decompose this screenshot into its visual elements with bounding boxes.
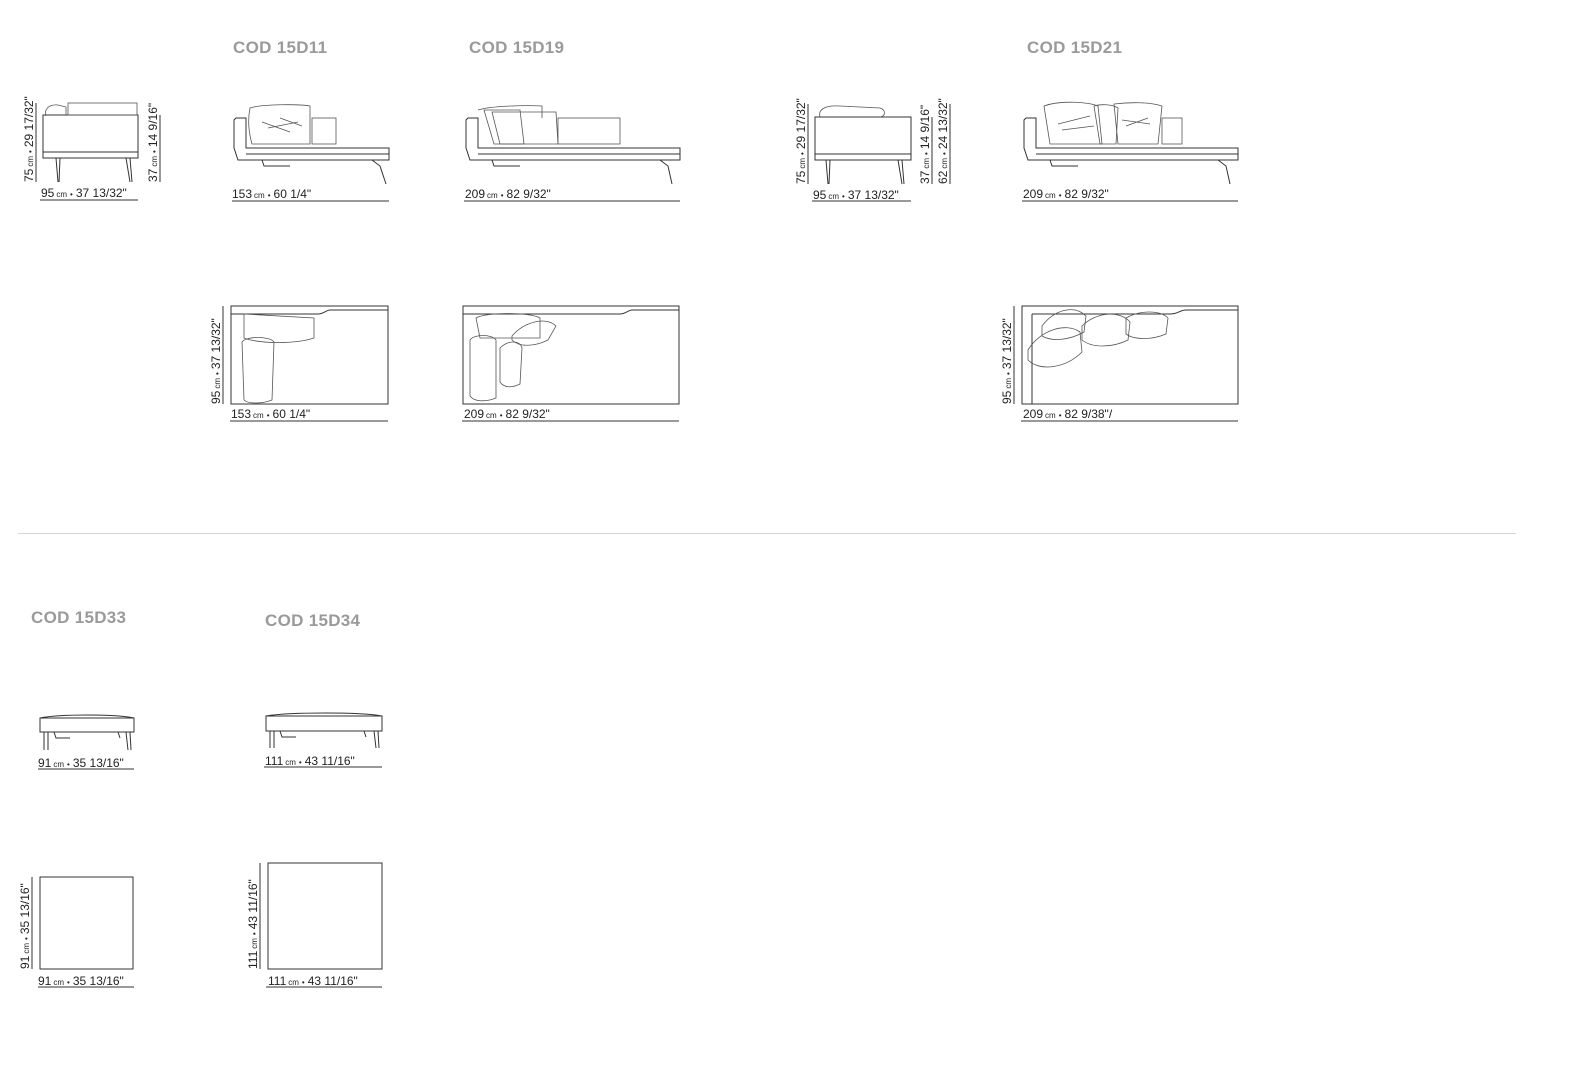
plan-15d21 — [1013, 305, 1239, 422]
product-code-15d21: COD 15D21 — [1027, 38, 1123, 57]
dim-height-side: 75cm•29 17/32" — [794, 98, 808, 184]
dim-plan-depth-15d34: 111cm•43 11/16" — [246, 879, 260, 969]
dim-seat-height: 37cm•14 9/16" — [146, 103, 160, 182]
product-code-15d33: COD 15D33 — [31, 608, 127, 627]
dim-plan-depth-15d33: 91cm•35 13/16" — [18, 883, 32, 969]
section-divider — [18, 533, 1516, 534]
dim-arm-side: 62cm•24 13/32" — [936, 98, 950, 184]
product-code-15d11: COD 15D11 — [233, 38, 328, 57]
dim-plan-depth-15d11: 95cm•37 13/32" — [209, 318, 223, 404]
elevation-15d34 — [264, 712, 383, 768]
plan-15d19 — [462, 305, 680, 422]
elevation-15d33 — [38, 714, 135, 770]
plan-15d34 — [259, 862, 383, 988]
product-code-15d34: COD 15D34 — [265, 611, 361, 630]
dim-seat-side: 37cm•14 9/16" — [918, 105, 932, 184]
elevation-15d21 — [1022, 101, 1239, 202]
plan-15d33 — [31, 876, 134, 988]
elevation-side-armrest — [35, 102, 161, 201]
product-code-15d19: COD 15D19 — [469, 38, 565, 57]
plan-15d11 — [222, 305, 389, 422]
elevation-15d11 — [232, 104, 390, 202]
dim-plan-depth-15d21: 95cm•37 13/32" — [1000, 318, 1014, 404]
elevation-15d19 — [464, 105, 681, 202]
dim-height-cm: 75cm•29 17/32" — [22, 96, 36, 182]
elevation-side-back — [807, 104, 951, 202]
